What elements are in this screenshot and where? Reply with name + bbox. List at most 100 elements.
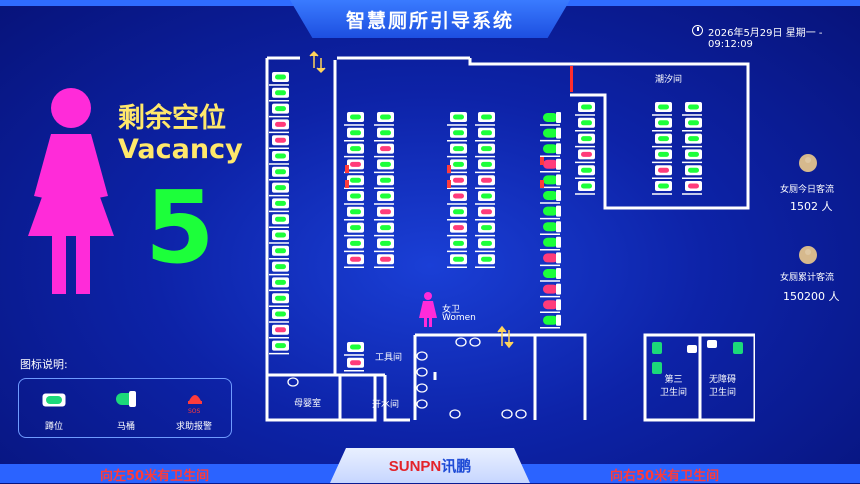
squat-stall [272, 135, 289, 146]
squat-stall [347, 112, 364, 122]
squat-stall [377, 191, 394, 201]
squat-stall [478, 143, 495, 154]
squat-stall [272, 245, 289, 256]
squat-stall [578, 181, 595, 191]
logo-text-b: 讯鹏 [441, 458, 472, 475]
squat-stall [347, 159, 364, 170]
squat-stall [347, 127, 364, 138]
squat-stall [685, 133, 702, 144]
room-women: 女卫 [442, 305, 461, 315]
squat-stall [685, 165, 702, 176]
squat-stall [450, 222, 467, 233]
squat-stall [478, 159, 495, 170]
squat-stall [272, 230, 289, 240]
room-accessible: 无障碍 卫生间 [709, 375, 737, 398]
squat-stall [347, 191, 364, 201]
squat-stall [450, 127, 467, 138]
legend-item-sitting: 马桶 [91, 379, 161, 437]
squat-stall [478, 127, 495, 138]
sitting-stall [543, 252, 561, 264]
legend-box: 蹲位 马桶 SOS 求助报警 [18, 378, 232, 438]
squat-stall [478, 222, 495, 233]
squat-stall [578, 149, 595, 160]
floor-walls [265, 56, 755, 422]
women-marker-icon [419, 292, 437, 327]
squat-stall [377, 112, 394, 122]
stat-today-value: 1502 人 [790, 200, 833, 213]
third-toilet-fixtures [652, 340, 743, 374]
footer: SUNPN讯鹏 向左50米有卫生间 向右50米有卫生间 [0, 448, 860, 484]
squat-stall [450, 175, 467, 186]
squat-stall [478, 112, 495, 122]
squat-toilet-icon [42, 393, 66, 407]
sitting-stall [543, 299, 561, 311]
sos-marker-icon [345, 180, 349, 188]
sitting-toilet-icon [116, 391, 136, 407]
squat-stall [272, 151, 289, 161]
avatar-total [799, 246, 817, 264]
divider-red [570, 66, 573, 92]
direction-left: 向左50米有卫生间 [100, 469, 210, 484]
stat-total-value: 150200 人 [783, 290, 840, 303]
squat-stall [377, 254, 394, 265]
squat-stall [347, 342, 364, 352]
squat-stall [272, 166, 289, 177]
sitting-stall [543, 190, 561, 201]
squat-stall [377, 206, 394, 217]
squat-stall [347, 254, 364, 265]
sitting-stall [543, 143, 561, 155]
datetime: 2026年5月29日 星期一 - 09:12:09 [708, 28, 823, 50]
vacancy-label-cn: 剩余空位 [118, 103, 226, 134]
legend-label-squat: 蹲位 [44, 422, 63, 432]
squat-stall [272, 119, 289, 130]
sos-marker-icon [447, 165, 451, 173]
sos-marker-icon [540, 180, 544, 188]
squat-stall [272, 87, 289, 98]
room-baby: 母婴室 [294, 399, 322, 409]
squat-stall [347, 238, 364, 249]
squat-stall [578, 165, 595, 176]
sink-icon [455, 337, 467, 347]
squat-stall [450, 191, 467, 201]
squat-stall [347, 206, 364, 217]
squat-stall [377, 175, 394, 186]
sos-badge: SOS [188, 408, 201, 415]
sitting-stall [543, 174, 561, 186]
squat-stall [272, 340, 289, 351]
squat-stall [578, 117, 595, 128]
stat-today-label: 女厕今日客流 [780, 185, 835, 195]
squat-stall [272, 293, 289, 304]
avatar-today [799, 154, 817, 172]
sink-icon [501, 409, 513, 419]
squat-stall [578, 102, 595, 112]
squat-stall [578, 133, 595, 144]
sink-icon [416, 351, 428, 361]
squat-stall [685, 181, 702, 191]
sink-icon [416, 367, 428, 377]
legend-label-sos: 求助报警 [175, 422, 212, 432]
logo: SUNPN讯鹏 [330, 455, 530, 476]
squat-stall [685, 102, 702, 112]
legend-item-sos: SOS 求助报警 [159, 379, 229, 437]
room-tool: 工具间 [375, 353, 403, 363]
room-third: 第三 卫生间 [660, 375, 688, 398]
squat-stall [450, 206, 467, 217]
squat-stall [655, 102, 672, 112]
squat-stall [450, 254, 467, 265]
woman-figure-icon [28, 88, 114, 294]
room-water: 开水间 [372, 400, 400, 410]
sos-alarm-icon [188, 395, 202, 404]
sitting-stall [543, 205, 561, 217]
sink-icon [287, 377, 299, 387]
legend-item-squat: 蹲位 [19, 379, 89, 437]
sos-marker-icon [345, 165, 349, 173]
squat-stall [347, 143, 364, 154]
header-title-tab [290, 0, 570, 38]
sitting-stall [543, 283, 561, 295]
squat-stall [655, 181, 672, 191]
sink-fixtures [287, 337, 527, 419]
squat-stall [377, 238, 394, 249]
squat-stall [685, 149, 702, 160]
room-tidal: 潮汐间 [655, 75, 683, 85]
vacancy-label-en: Vacancy [118, 134, 243, 165]
